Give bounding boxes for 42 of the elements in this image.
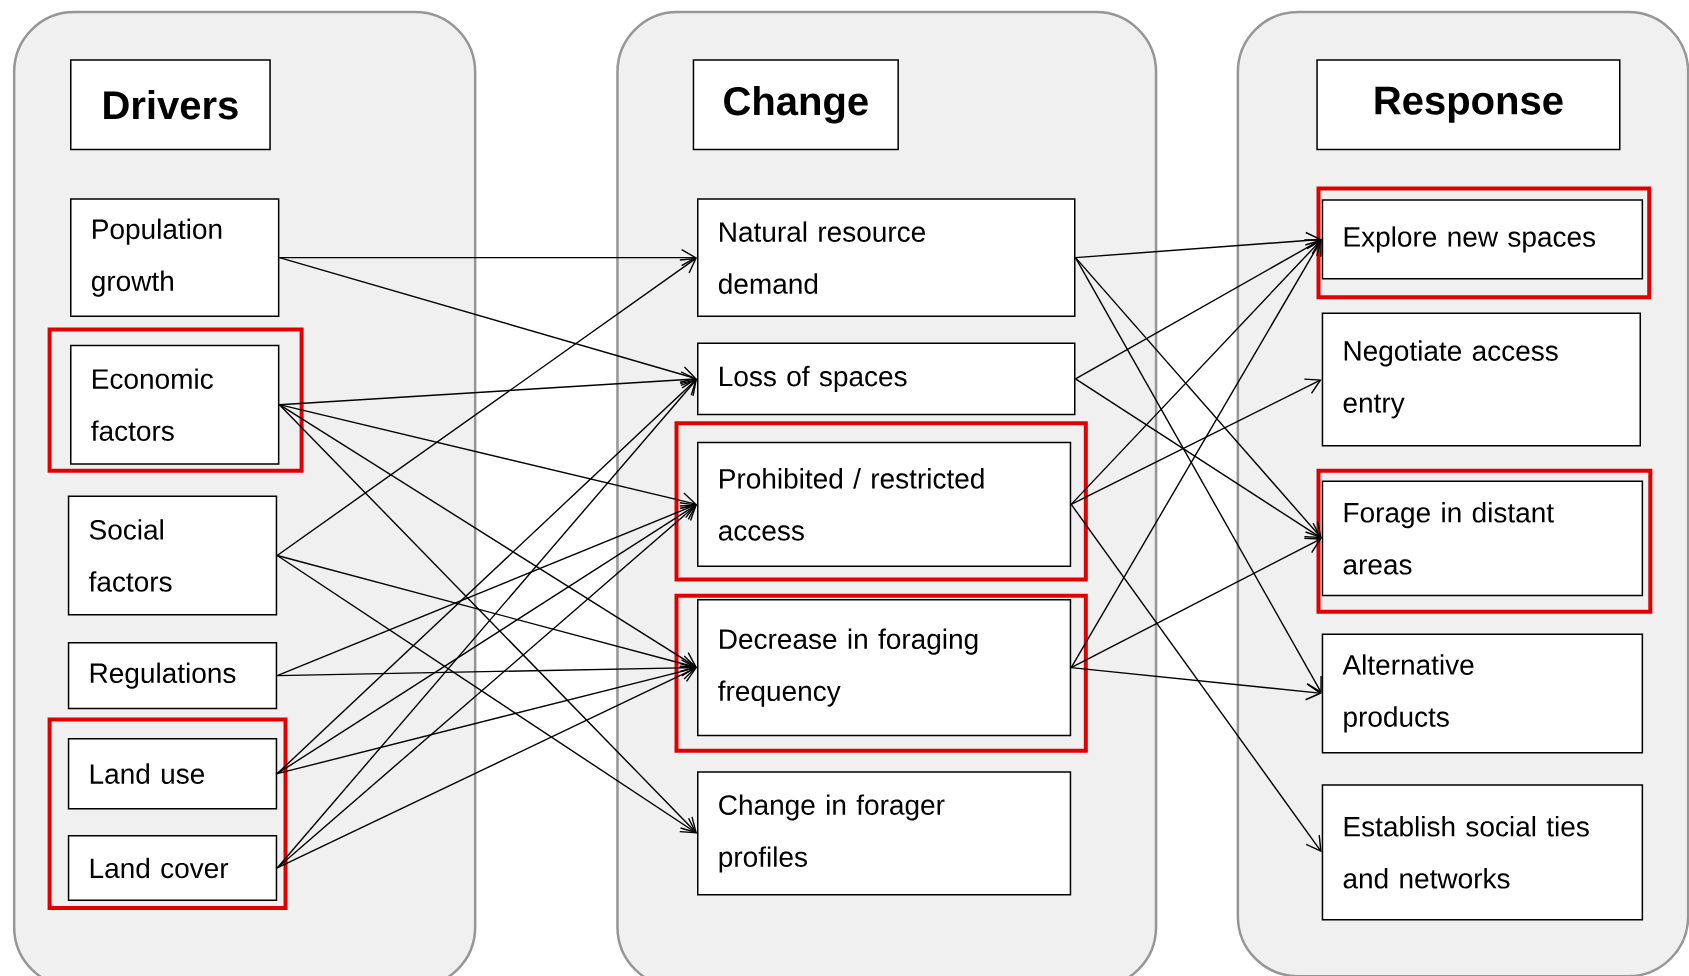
factor-box: Social factors xyxy=(67,495,278,616)
arrow xyxy=(278,256,697,383)
arrow xyxy=(276,662,697,775)
factor-box: Establish social ties and networks xyxy=(1321,784,1644,921)
factor-box: Economic factors xyxy=(70,344,280,465)
arrow xyxy=(278,248,697,267)
arrow xyxy=(1070,503,1322,853)
heading-box: Response xyxy=(1316,59,1621,151)
factor-box: Loss of spaces xyxy=(697,342,1076,416)
arrow xyxy=(276,659,697,677)
arrow xyxy=(1070,666,1322,701)
heading-box: Drivers xyxy=(70,59,271,151)
factor-box: Negotiate access entry xyxy=(1321,312,1641,447)
factor-box: Natural resource demand xyxy=(697,198,1076,318)
arrow xyxy=(276,666,697,869)
factor-box: Land cover xyxy=(67,834,278,901)
arrow xyxy=(1074,256,1322,539)
arrow xyxy=(278,404,697,510)
arrow xyxy=(278,404,697,668)
factor-box: Explore new spaces xyxy=(1321,199,1644,280)
heading-box: Change xyxy=(692,59,899,151)
arrow xyxy=(276,257,697,557)
factor-box: Land use xyxy=(67,737,278,810)
arrow xyxy=(1074,231,1322,259)
factor-box: Forage in distant areas xyxy=(1321,480,1644,597)
arrow xyxy=(276,554,697,673)
arrow xyxy=(276,554,697,834)
factor-box: Alternative products xyxy=(1321,633,1644,754)
arrow xyxy=(1070,239,1322,506)
factor-box: Decrease in foraging frequency xyxy=(697,599,1072,737)
arrow xyxy=(1070,537,1322,669)
factor-box: Change in forager profiles xyxy=(697,771,1072,896)
arrow xyxy=(276,502,697,677)
factor-box: Prohibited / restricted access xyxy=(697,441,1072,568)
factor-box: Regulations xyxy=(67,642,278,710)
factor-box: Population growth xyxy=(70,198,280,318)
arrow xyxy=(1074,378,1322,539)
arrow xyxy=(276,504,697,869)
arrow xyxy=(1074,239,1322,380)
arrow xyxy=(276,504,697,775)
arrow xyxy=(276,378,697,775)
arrow xyxy=(1070,378,1322,506)
